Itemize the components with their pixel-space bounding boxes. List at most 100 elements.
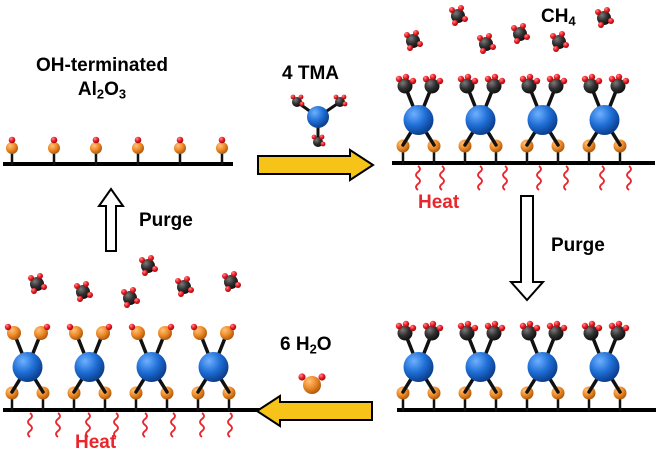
hydrogen-atom [299, 101, 305, 107]
hydrogen-atom [490, 44, 496, 50]
hydrogen-atom [422, 75, 430, 83]
hydrogen-atom [407, 45, 413, 51]
oxygen-atom [220, 326, 234, 340]
hydrogen-atom [526, 73, 534, 81]
hydrogen-atom [462, 16, 468, 22]
hydrogen-atom [152, 266, 158, 272]
hydrogen-atom [533, 324, 541, 332]
methyl-group [459, 78, 475, 94]
methane-molecule [224, 275, 238, 289]
methyl-group [548, 78, 564, 94]
hydrogen-atom [588, 320, 596, 328]
hydrogen-atom [477, 35, 483, 41]
water-molecule [303, 376, 321, 394]
hydrogen-atom [235, 282, 241, 288]
methane-molecule [552, 35, 566, 49]
hydrogen-atom [581, 75, 589, 83]
hydrogen-atom [121, 289, 127, 295]
hydrogen-atom [105, 323, 113, 331]
hydrogen-atom [311, 134, 317, 140]
purge-label-right: Purge [551, 235, 605, 256]
heat-wave [536, 165, 542, 191]
methane-molecule [451, 9, 465, 23]
tma-molecule [307, 106, 329, 128]
hydrogen-atom [413, 30, 419, 36]
methane-molecule [76, 285, 90, 299]
hydrogen-atom [404, 32, 410, 38]
oxygen-atom [158, 326, 172, 340]
heat-wave [502, 165, 508, 191]
hydrogen-atom [342, 101, 348, 107]
hydrogen-atom [429, 73, 437, 81]
hydrogen-atom [498, 324, 506, 332]
purge-arrow-down [508, 195, 546, 302]
methane-molecule [30, 277, 44, 291]
methyl-group [313, 137, 323, 147]
methyl-group [583, 325, 599, 341]
hydrogen-atom [550, 33, 556, 39]
hydrogen-atom [83, 281, 89, 287]
methane-molecule [597, 11, 611, 25]
hydrogen-atom [622, 77, 630, 85]
hydrogen-atom [190, 323, 198, 331]
heat-wave [415, 165, 421, 191]
methane-molecule [406, 34, 420, 48]
heat-wave [27, 412, 33, 438]
aluminum-atom [465, 105, 496, 135]
h2o-step-label: 6 H2O [280, 334, 332, 357]
heat-wave [170, 412, 176, 438]
hydrogen-atom [484, 322, 492, 330]
oxygen-atom [96, 326, 110, 340]
aluminum-atom [589, 352, 620, 382]
tma-arrow [257, 148, 375, 182]
hydrogen-atom [184, 276, 190, 282]
hydrogen-atom [563, 42, 569, 48]
oxygen-atom [6, 142, 18, 154]
hydrogen-atom [298, 94, 304, 100]
hydrogen-atom [471, 324, 479, 332]
oxygen-atom [216, 142, 228, 154]
hydrogen-atom [320, 141, 326, 147]
oxygen-atom [7, 326, 21, 340]
hydrogen-atom [526, 320, 534, 328]
hydrogen-atom [553, 46, 559, 52]
hydrogen-atom [604, 7, 610, 13]
aluminum-atom [198, 352, 229, 382]
hydrogen-atom [553, 320, 561, 328]
hydrogen-atom [417, 41, 423, 47]
hydrogen-atom [77, 296, 83, 302]
oxygen-atom [48, 142, 60, 154]
gas-molecules [28, 5, 614, 394]
aluminum-atom [465, 352, 496, 382]
hydrogen-atom [560, 77, 568, 85]
hydrogen-atom [533, 77, 541, 85]
hydrogen-atom [622, 324, 630, 332]
hydrogen-atom [486, 33, 492, 39]
methyl-group [292, 97, 302, 107]
oxygen-atom [132, 142, 144, 154]
heat-wave [55, 412, 61, 438]
methyl-group [335, 97, 345, 107]
hydrogen-atom [464, 73, 472, 81]
hydrogen-atom [218, 136, 226, 144]
hydrogen-atom [595, 77, 603, 85]
hydrogen-atom [175, 278, 181, 284]
hydrogen-atom [458, 5, 464, 11]
hydrogen-atom [128, 323, 136, 331]
methyl-group [459, 325, 475, 341]
methane-molecule [141, 259, 155, 273]
methane-label: CH4 [541, 6, 576, 29]
hydrogen-atom [402, 320, 410, 328]
methane-molecule [123, 291, 137, 305]
hydrogen-atom [449, 7, 455, 13]
hydrogen-atom [491, 73, 499, 81]
hydrogen-atom [130, 287, 136, 293]
methyl-group [548, 325, 564, 341]
oxygen-atom [69, 326, 83, 340]
methyl-group [486, 325, 502, 341]
aluminum-atom [12, 352, 43, 382]
aluminum-atom [527, 105, 558, 135]
hydrogen-atom [134, 136, 142, 144]
hydrogen-atom [225, 286, 231, 292]
hydrogen-atom [222, 273, 228, 279]
